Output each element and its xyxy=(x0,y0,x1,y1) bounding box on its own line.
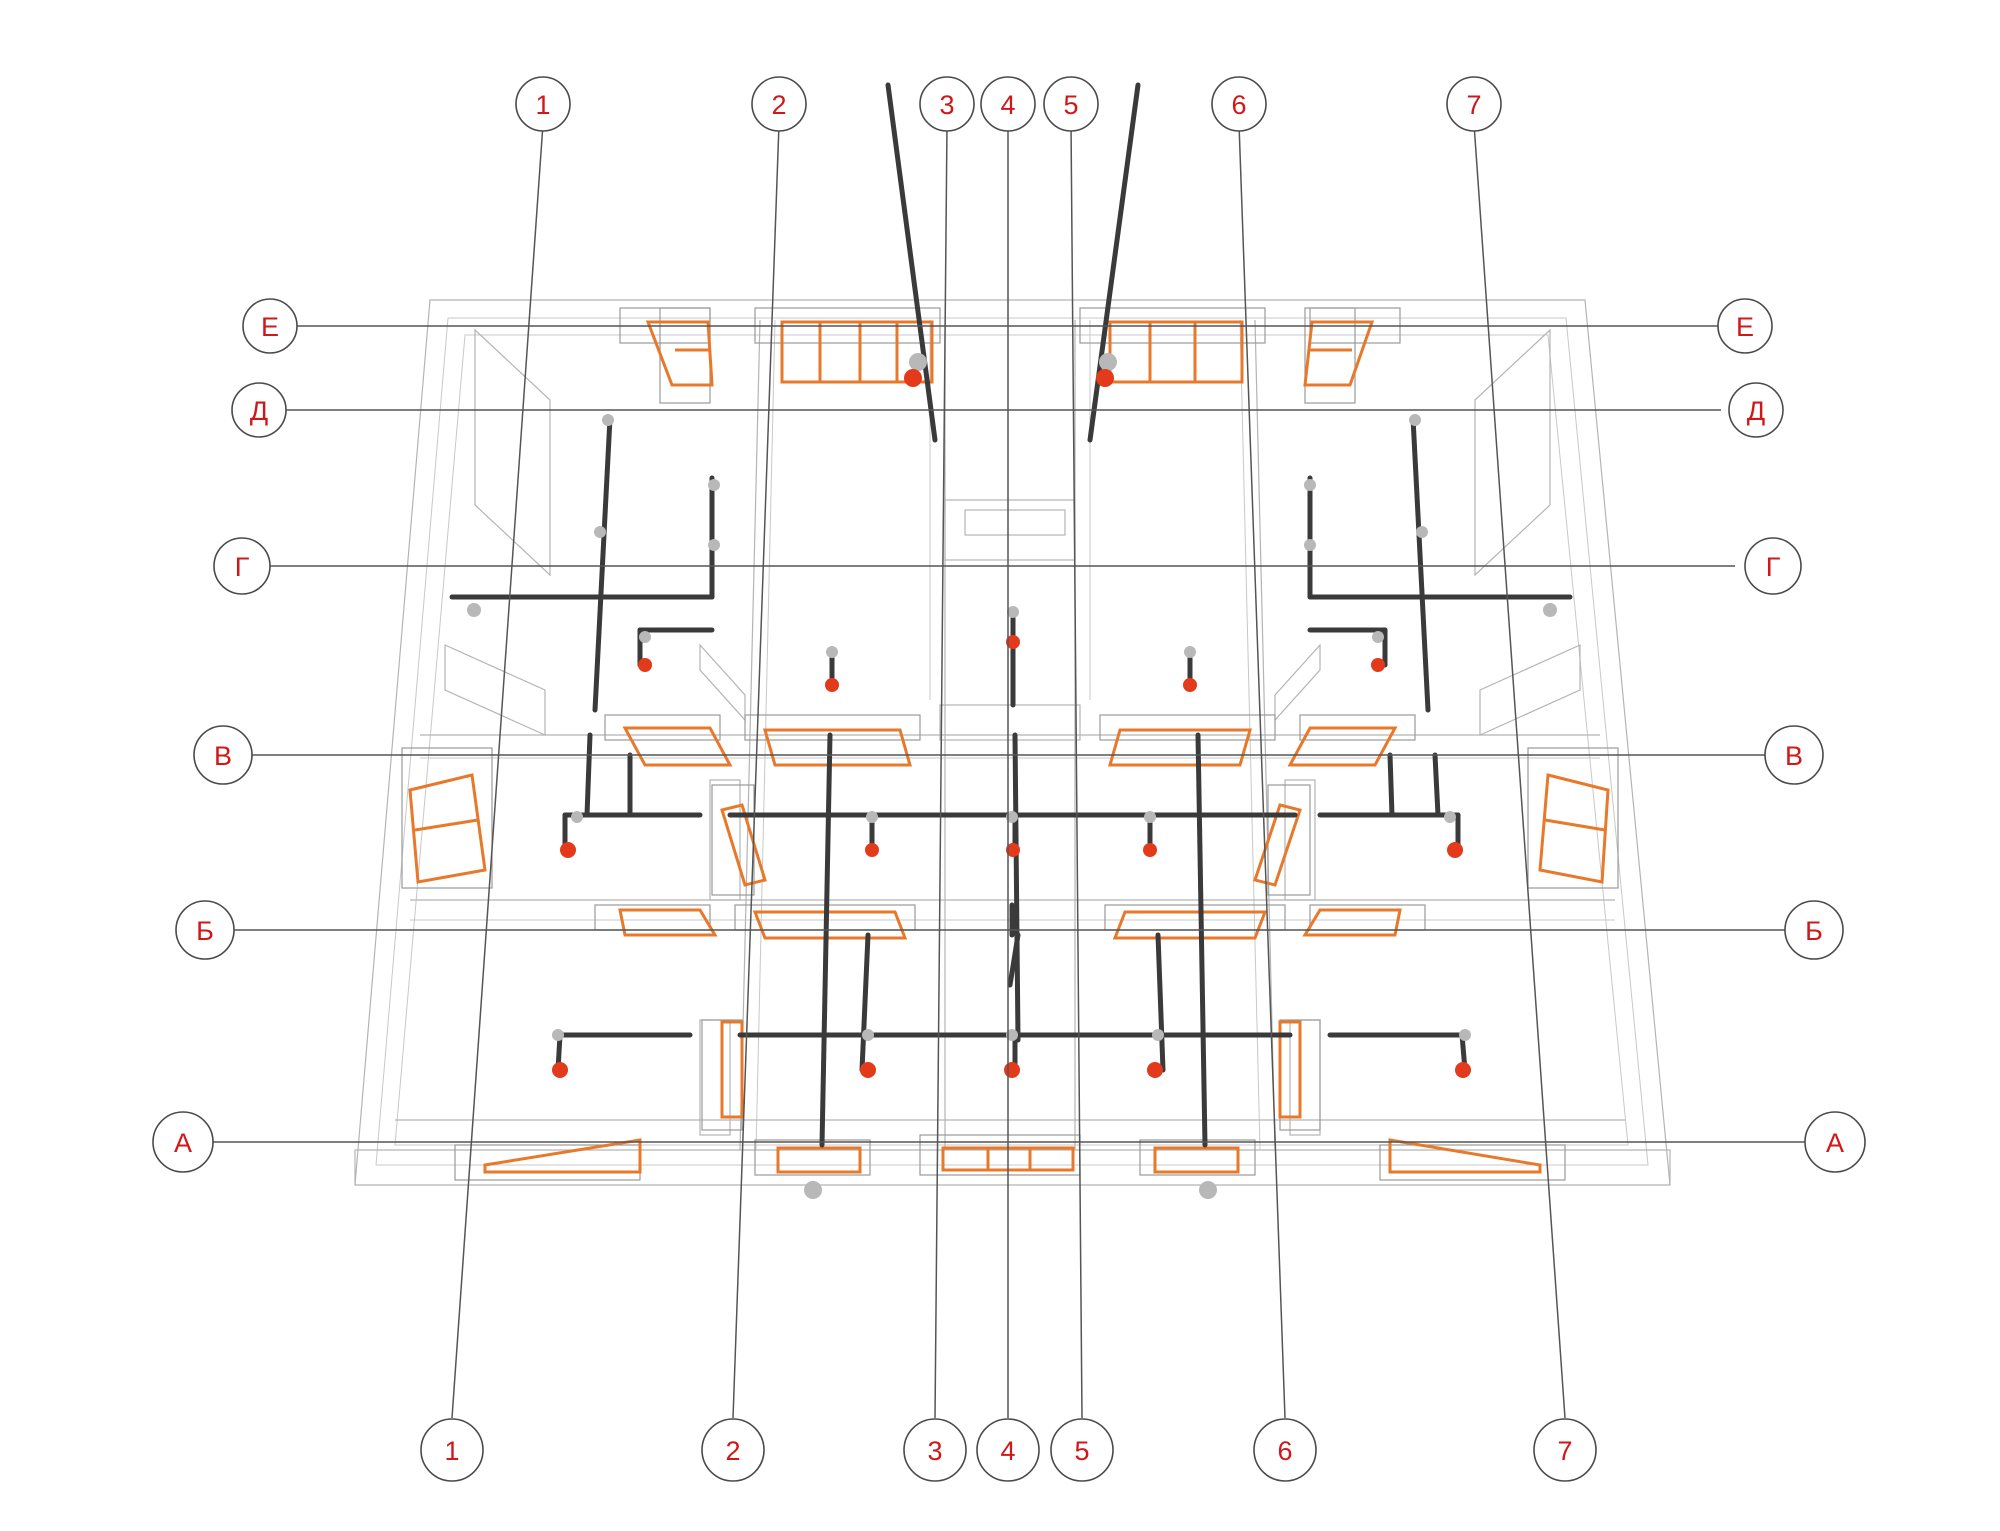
axis-3-bottom: 3 xyxy=(903,1418,967,1482)
axis-G-left: Г xyxy=(213,537,271,595)
fixtures xyxy=(467,353,1557,1199)
axis-B-right: Б xyxy=(1784,900,1844,960)
svg-text:5: 5 xyxy=(1063,90,1078,120)
axis-7-top: 7 xyxy=(1446,76,1502,132)
building-walls xyxy=(354,299,1671,1186)
svg-text:В: В xyxy=(214,741,232,771)
axis-6-bottom: 6 xyxy=(1253,1418,1317,1482)
svg-text:Д: Д xyxy=(250,396,268,426)
svg-text:Д: Д xyxy=(1747,396,1765,426)
svg-text:5: 5 xyxy=(1074,1436,1089,1466)
axis-gridlines xyxy=(210,123,1805,1419)
svg-text:4: 4 xyxy=(1000,1436,1015,1466)
axis-1-top: 1 xyxy=(515,76,571,132)
svg-text:Б: Б xyxy=(1805,916,1823,946)
svg-text:Г: Г xyxy=(235,552,250,582)
axis-2-bottom: 2 xyxy=(701,1418,765,1482)
axis-D-left: Д xyxy=(231,382,287,438)
svg-text:Е: Е xyxy=(261,312,279,342)
risers xyxy=(885,82,1141,443)
svg-text:3: 3 xyxy=(927,1436,942,1466)
axis-E-right: Е xyxy=(1717,298,1773,354)
svg-text:2: 2 xyxy=(725,1436,740,1466)
axis-4-bottom: 4 xyxy=(976,1418,1040,1482)
axis-labels-letter-right: Е Д Г В Б А xyxy=(1717,298,1866,1173)
axis-6-top: 6 xyxy=(1211,76,1267,132)
svg-text:6: 6 xyxy=(1277,1436,1292,1466)
axis-D-right: Д xyxy=(1728,382,1784,438)
svg-text:В: В xyxy=(1785,741,1803,771)
svg-text:Г: Г xyxy=(1766,552,1781,582)
svg-text:1: 1 xyxy=(444,1436,459,1466)
svg-text:7: 7 xyxy=(1557,1436,1572,1466)
svg-text:2: 2 xyxy=(771,90,786,120)
axis-A-right: А xyxy=(1804,1111,1866,1173)
svg-text:7: 7 xyxy=(1466,90,1481,120)
axis-1-bottom: 1 xyxy=(420,1418,484,1482)
svg-text:6: 6 xyxy=(1231,90,1246,120)
axis-2-top: 2 xyxy=(751,76,807,132)
axis-3-top: 3 xyxy=(919,76,975,132)
axis-E-left: Е xyxy=(242,298,298,354)
axis-labels-numeric-top: 1 2 3 4 5 6 7 xyxy=(515,76,1502,132)
axis-labels-letter-left: Е Д Г В Б А xyxy=(152,298,298,1173)
axis-B-left: Б xyxy=(175,900,235,960)
svg-text:1: 1 xyxy=(535,90,550,120)
axis-labels-numeric-bottom: 1 2 3 4 5 6 7 xyxy=(420,1418,1597,1482)
axis-5-bottom: 5 xyxy=(1050,1418,1114,1482)
svg-text:А: А xyxy=(1826,1128,1844,1158)
axis-7-bottom: 7 xyxy=(1533,1418,1597,1482)
axis-4-top: 4 xyxy=(980,76,1036,132)
svg-text:4: 4 xyxy=(1000,90,1015,120)
axis-5-top: 5 xyxy=(1043,76,1099,132)
svg-text:Б: Б xyxy=(196,916,214,946)
svg-text:3: 3 xyxy=(939,90,954,120)
svg-text:А: А xyxy=(174,1128,192,1158)
axis-V-left: В xyxy=(193,725,253,785)
windows xyxy=(401,307,1619,1181)
axis-V-right: В xyxy=(1764,725,1824,785)
axis-A-left: А xyxy=(152,1111,214,1173)
axis-G-right: Г xyxy=(1744,537,1802,595)
svg-text:Е: Е xyxy=(1736,312,1754,342)
